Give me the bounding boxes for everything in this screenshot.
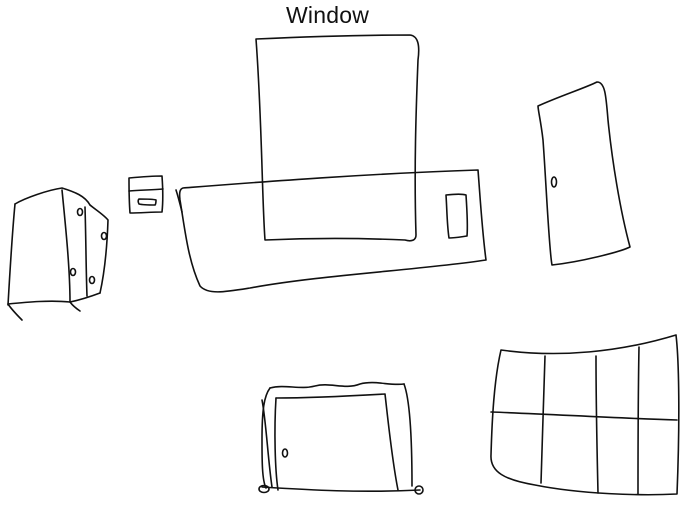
cabinet-sketch (7, 187, 109, 321)
side-panel-sketch (445, 193, 469, 239)
switch-box-sketch (128, 175, 164, 214)
door-sketch (537, 81, 631, 266)
window-sketch (255, 34, 420, 242)
window-label: Window (286, 2, 370, 28)
bed-sketch (258, 381, 424, 495)
couch-sketch (175, 169, 487, 293)
grid-window-sketch (490, 334, 680, 496)
